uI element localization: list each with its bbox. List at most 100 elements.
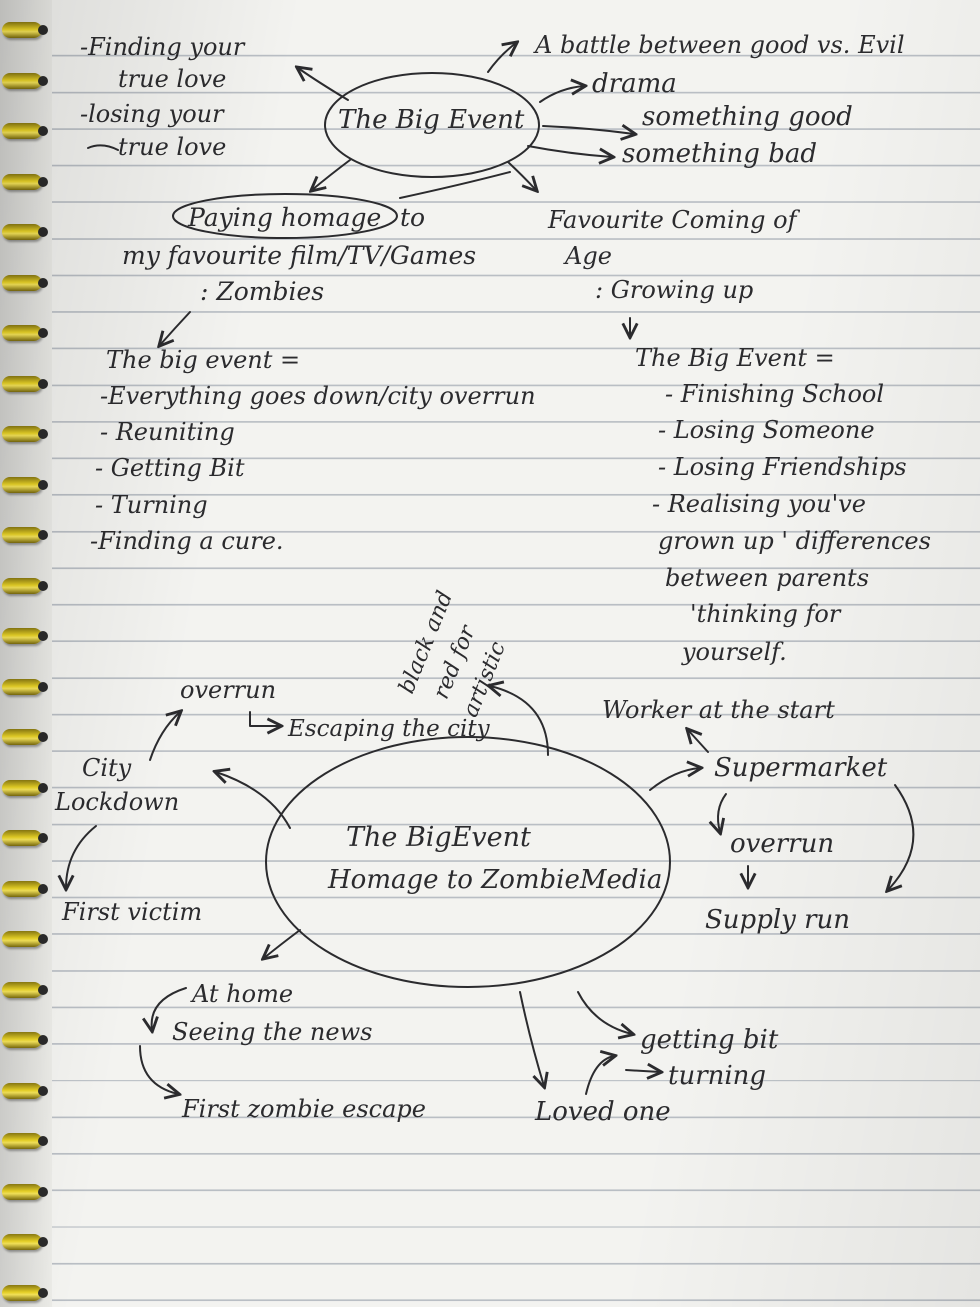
spiral-ring <box>2 678 48 695</box>
bottom-hub-line-2: Homage to ZombieMedia <box>327 865 662 895</box>
spiral-ring <box>2 274 48 291</box>
coa-line-2: Age <box>563 242 612 270</box>
top-right-line-4: something bad <box>622 139 817 169</box>
spiral-ring <box>2 779 48 796</box>
coa-item-4: - Realising you've <box>652 490 866 518</box>
bottom-hub-line-1: The BigEvent <box>346 822 531 853</box>
coa-item-2: - Losing Someone <box>658 416 875 444</box>
vertical-note: black and red for artistic <box>394 588 511 721</box>
spiral-binding <box>0 0 52 1307</box>
curve-to-homage-circle <box>399 171 511 199</box>
arrow-to-homage <box>312 159 351 190</box>
arrow-hub-to-city <box>216 772 291 829</box>
top-right-line-2: drama <box>592 69 677 99</box>
spiral-ring <box>2 880 48 897</box>
overrun-right: overrun <box>730 829 834 859</box>
arrow-to-coming-of-age <box>507 161 536 190</box>
spiral-ring <box>2 981 48 998</box>
top-left-line-1: -Finding your <box>80 33 246 61</box>
strikethrough-mark <box>87 144 119 151</box>
coa-item-3: - Losing Friendships <box>658 453 907 481</box>
spiral-ring <box>2 426 48 442</box>
top-left-line-3: -losing your <box>80 100 225 128</box>
turning: turning <box>668 1061 766 1091</box>
spiral-ring <box>2 325 48 341</box>
arrow-to-vertical-note <box>490 686 549 756</box>
at-home: At home <box>190 980 293 1008</box>
top-hub-center-text: The Big Event <box>338 105 525 135</box>
arrow-to-love <box>298 68 349 101</box>
spiral-ring <box>2 1183 48 1200</box>
arrow-to-turning <box>625 1070 660 1072</box>
arrow-to-something-bad <box>527 145 612 157</box>
seeing-the-news: Seeing the news <box>172 1018 372 1046</box>
supply-run: Supply run <box>705 905 850 935</box>
homage-item-4: - Turning <box>95 491 208 519</box>
arrow-news-to-first-zombie <box>139 1045 178 1094</box>
spiral-ring <box>2 729 48 745</box>
spiral-ring <box>2 22 48 38</box>
lockdown-label: Lockdown <box>54 788 179 816</box>
spiral-ring <box>2 173 48 190</box>
arrow-hub-to-supermarket <box>649 768 700 791</box>
spiral-ring <box>2 830 48 846</box>
spiral-ring <box>2 72 48 89</box>
arrow-to-drama <box>539 86 584 103</box>
arrow-city-to-overrun <box>149 712 180 761</box>
spiral-ring <box>2 476 48 493</box>
city-label: City <box>82 754 132 782</box>
homage-title: Paying homage <box>187 203 381 232</box>
spiral-ring <box>2 1234 48 1250</box>
top-hub-ellipse <box>324 72 540 178</box>
coa-item-7: 'thinking for <box>690 600 842 628</box>
arrow-hub-to-home <box>264 929 301 958</box>
arrow-to-battle <box>487 43 516 73</box>
homage-item-5: -Finding a cure. <box>90 527 284 555</box>
spiral-ring <box>2 1284 48 1301</box>
arrow-home-to-news <box>152 987 187 1030</box>
homage-circle <box>172 193 398 239</box>
arrow-to-escaping <box>249 711 280 726</box>
arrow-loved-one-to-turning <box>585 1056 614 1095</box>
coa-item-5: grown up ' differences <box>658 527 931 555</box>
coa-big-event-label: The Big Event = <box>635 344 835 372</box>
arrow-hub-to-loved-one <box>519 991 544 1086</box>
spiral-ring <box>2 224 48 240</box>
coa-item-1: - Finishing School <box>665 380 884 408</box>
spiral-ring <box>2 577 48 594</box>
first-zombie-escape: First zombie escape <box>181 1095 426 1123</box>
coa-item-6: between parents <box>665 564 869 592</box>
arrow-homage-down <box>160 311 191 345</box>
coa-item-8: yourself. <box>681 638 787 666</box>
spiral-ring <box>2 1032 48 1048</box>
spiral-ring <box>2 375 48 392</box>
spiral-ring <box>2 628 48 644</box>
first-victim: First victim <box>61 898 202 926</box>
arrow-supermarket-to-worker <box>688 730 709 753</box>
escaping-the-city: Escaping the city <box>287 716 491 742</box>
arrow-lockdown-to-victim <box>66 825 97 888</box>
overrun-top: overrun <box>180 676 276 704</box>
spiral-ring <box>2 123 48 139</box>
coa-line-1: Favourite Coming of <box>547 206 801 234</box>
top-left-line-2: true love <box>118 65 226 93</box>
coa-line-3: : Growing up <box>595 276 753 304</box>
bottom-hub-ellipse <box>265 736 671 988</box>
spiral-ring <box>2 1082 48 1099</box>
spiral-ring <box>2 931 48 947</box>
loved-one: Loved one <box>534 1097 671 1127</box>
arrow-supermarket-loop <box>888 784 915 890</box>
arrow-supermarket-to-overrun <box>718 793 727 832</box>
arrow-to-something-good <box>542 126 634 134</box>
spiral-ring <box>2 1133 48 1149</box>
homage-line-2: my favourite film/TV/Games <box>122 241 476 270</box>
spiral-ring <box>2 527 48 543</box>
homage-item-1: -Everything goes down/city overrun <box>100 382 536 410</box>
top-left-line-4: true love <box>118 133 226 161</box>
arrow-hub-to-getting-bit <box>577 991 632 1034</box>
homage-item-3: - Getting Bit <box>95 454 245 482</box>
worker-at-start: Worker at the start <box>602 696 835 724</box>
homage-line-3: : Zombies <box>200 277 324 306</box>
